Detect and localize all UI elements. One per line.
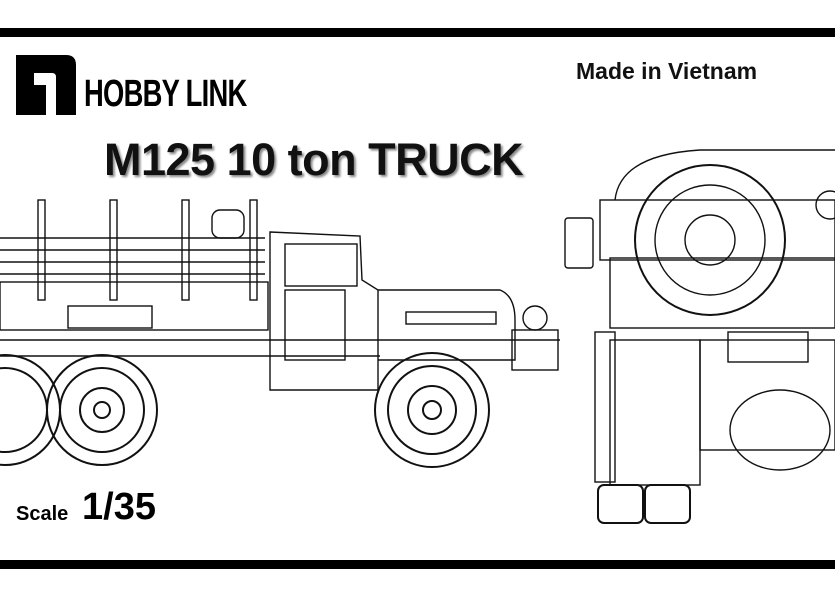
side-view-truck [0, 199, 560, 468]
wheels [0, 352, 490, 468]
top-border-bar [0, 28, 835, 37]
hobby-link-logo-icon [16, 55, 76, 115]
cab [269, 231, 379, 391]
front-bumper-panel [609, 257, 835, 329]
cargo-bed [0, 281, 269, 331]
product-title: M125 10 ton TRUCK [104, 134, 524, 185]
bottom-border-bar [0, 560, 835, 569]
scale-label: Scale [16, 503, 69, 525]
brand-name: HOBBY LINK [84, 73, 247, 115]
made-in-label: Made in Vietnam [576, 58, 758, 84]
scale-value: 1/35 [82, 486, 156, 528]
spare-tire [634, 164, 786, 316]
hood [378, 289, 516, 361]
cargo-stakes [0, 199, 265, 301]
front-view-truck [564, 149, 835, 524]
